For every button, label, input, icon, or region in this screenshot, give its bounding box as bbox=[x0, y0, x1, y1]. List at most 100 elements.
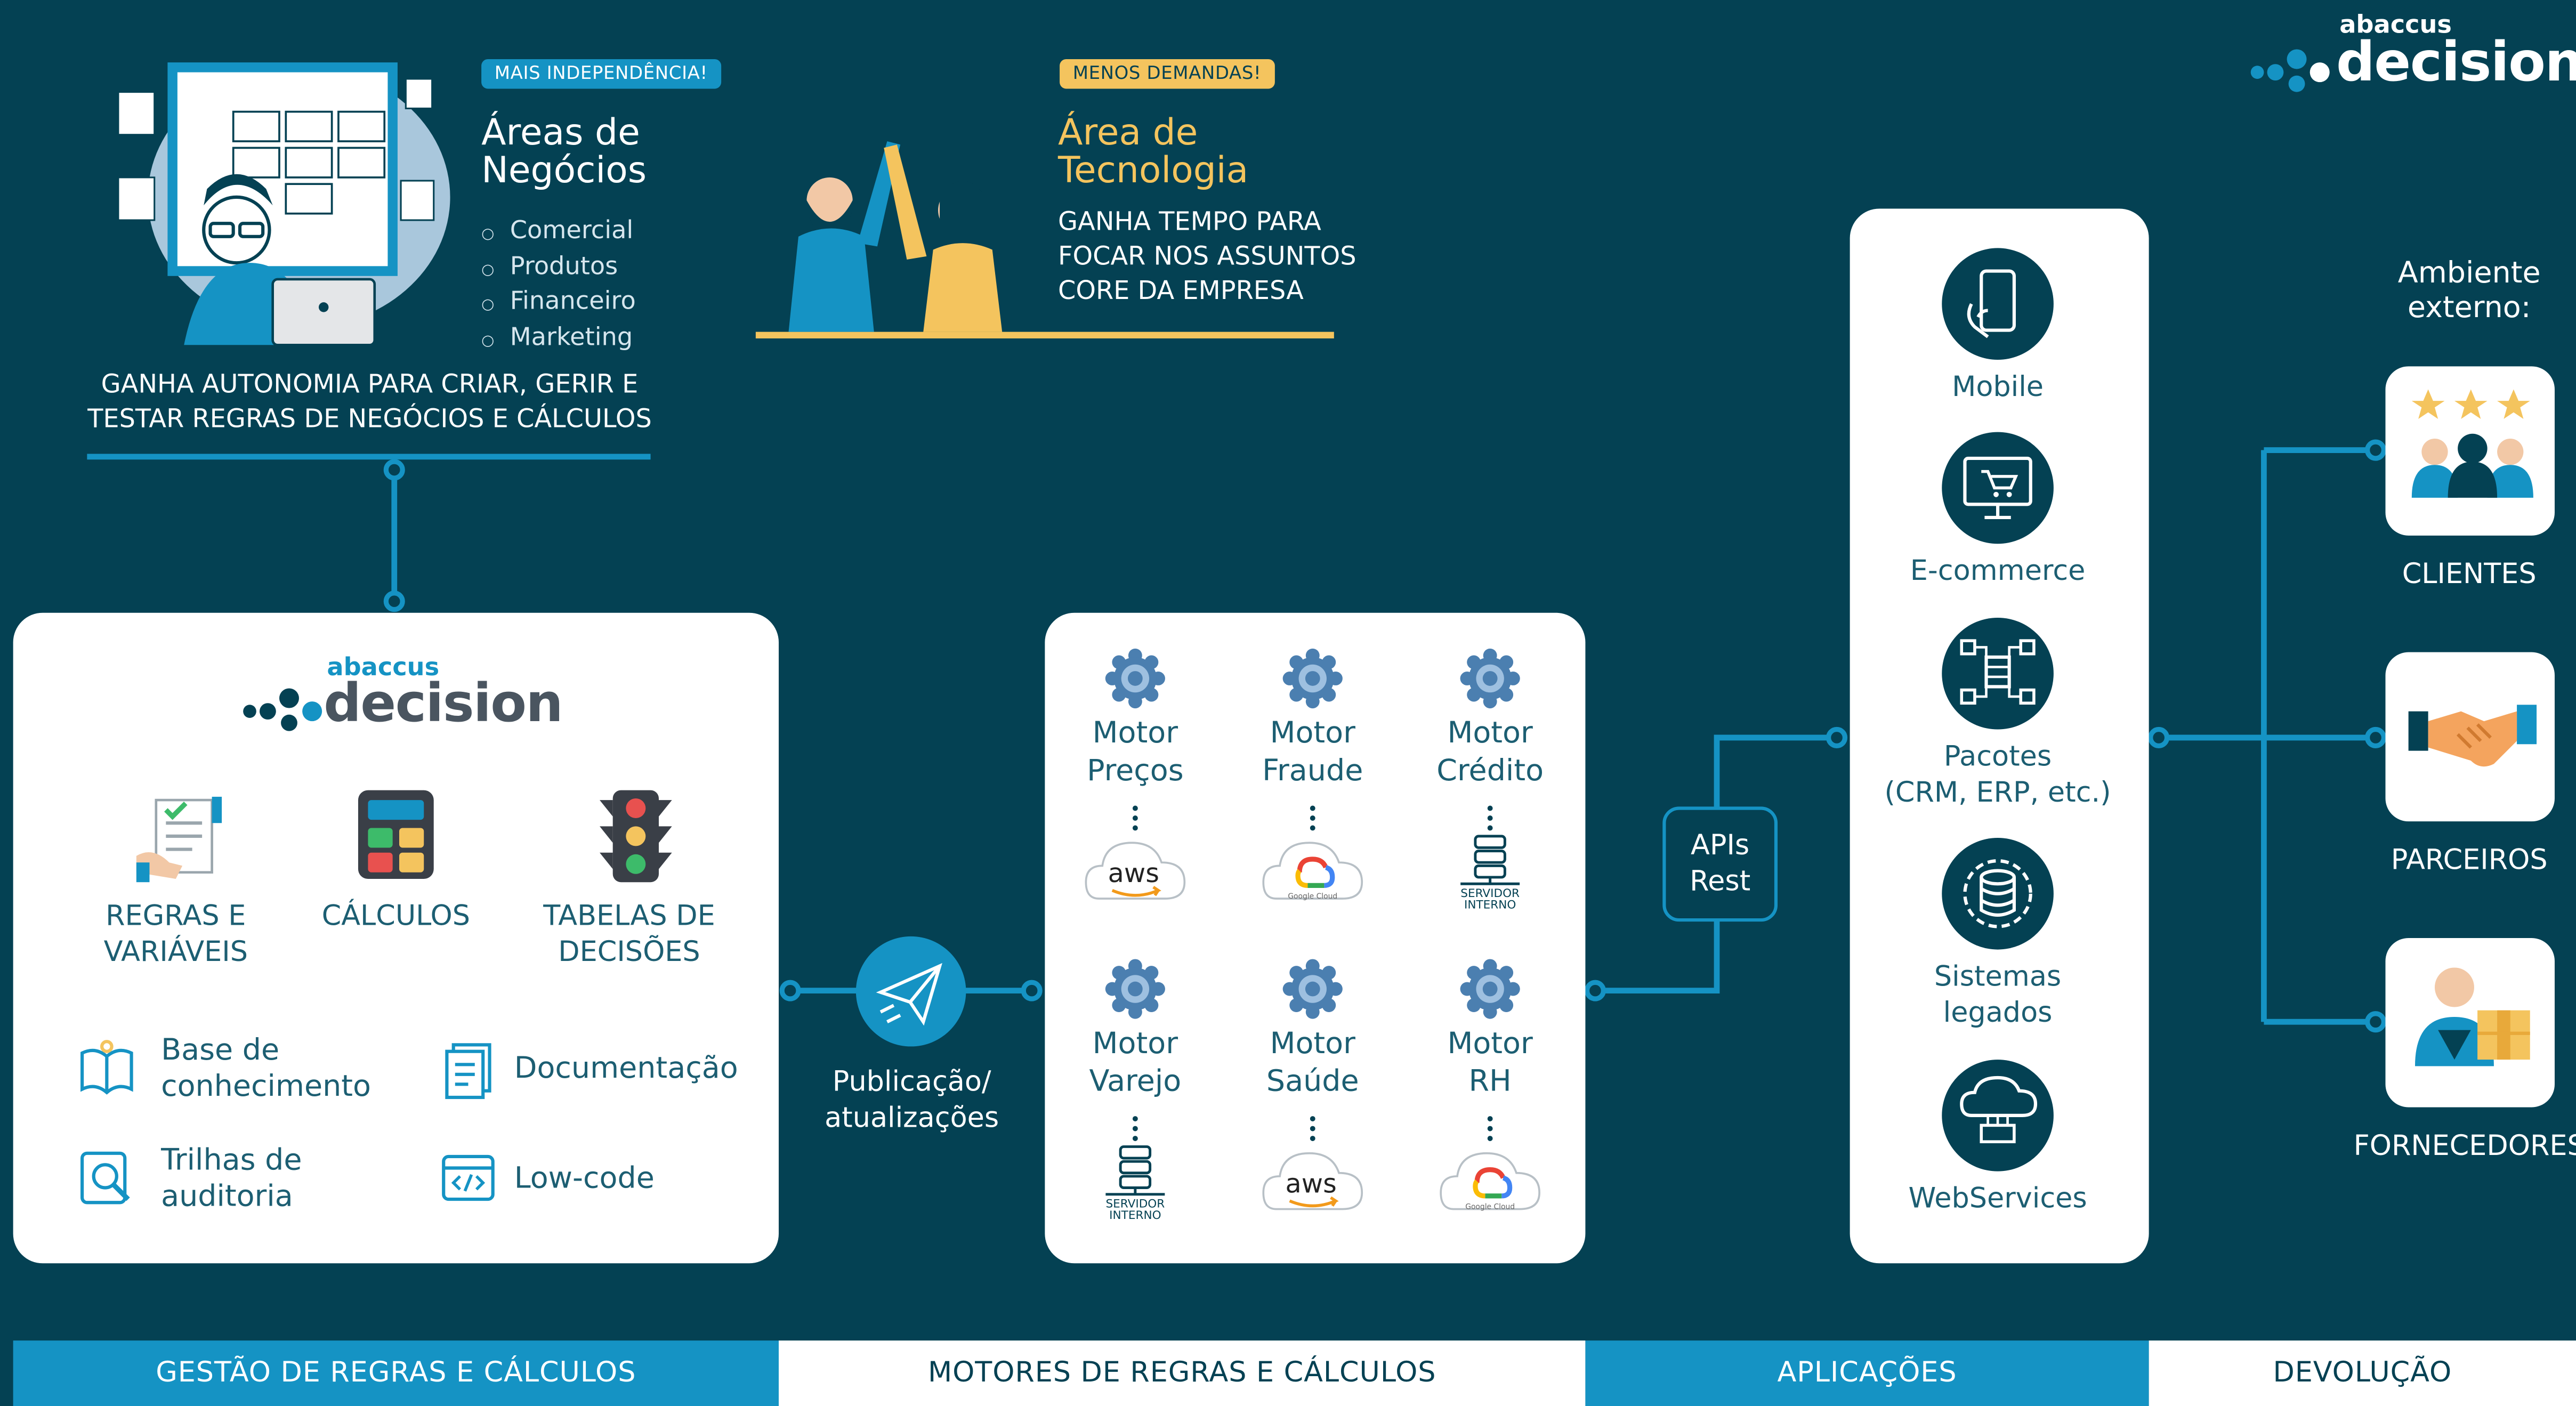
publish-circle bbox=[855, 936, 966, 1047]
aws-cloud-icon: aws bbox=[1085, 842, 1186, 900]
footer-applications: APLICAÇÕES bbox=[1585, 1340, 2149, 1406]
svg-text:Google Cloud: Google Cloud bbox=[1288, 892, 1337, 901]
vertical-dots bbox=[1487, 1116, 1493, 1141]
shopping-cart-icon bbox=[1963, 456, 2032, 520]
vertical-dots bbox=[1310, 1116, 1315, 1141]
vertical-dots bbox=[1310, 805, 1315, 831]
rules-document-icon bbox=[136, 796, 222, 883]
application-icon-circle bbox=[1942, 248, 2054, 360]
brand-big-text: decision bbox=[2336, 29, 2576, 94]
application-label: Mobile bbox=[1952, 371, 2044, 405]
external-label-clients: CLIENTES bbox=[2402, 558, 2537, 592]
application-label: WebServices bbox=[1908, 1183, 2087, 1216]
paper-plane-icon bbox=[876, 963, 942, 1026]
extra-label-documentation: Documentação bbox=[514, 1051, 738, 1086]
smartphone-icon bbox=[1967, 269, 2016, 338]
gear-icon bbox=[1105, 648, 1165, 709]
business-item: ○ Financeiro bbox=[481, 286, 636, 317]
application-icon-circle bbox=[1942, 432, 2054, 544]
business-description: GANHA AUTONOMIA PARA CRIAR, GERIR E TEST… bbox=[87, 369, 652, 434]
svg-text:SERVIDOR: SERVIDOR bbox=[1460, 887, 1520, 900]
rules-management-card: abaccus decision bbox=[13, 612, 779, 1264]
technology-description: GANHA TEMPO PARA FOCAR NOS ASSUNTOS CORE… bbox=[1058, 207, 1356, 306]
brand-dots-icon bbox=[243, 688, 322, 731]
external-card-suppliers bbox=[2385, 938, 2555, 1108]
gear-icon bbox=[1460, 959, 1520, 1019]
external-card-clients bbox=[2385, 366, 2555, 536]
brand-small-text: abaccus bbox=[2339, 10, 2452, 39]
google-cloud-icon: Google Cloud bbox=[1440, 1152, 1540, 1211]
business-person-illustration bbox=[117, 62, 450, 346]
application-label: Pacotes(CRM, ERP, etc.) bbox=[1884, 741, 2111, 810]
aws-cloud-icon: aws bbox=[1262, 1152, 1363, 1210]
knowledge-book-icon bbox=[80, 1040, 133, 1095]
vertical-dots bbox=[1132, 1116, 1138, 1141]
vertical-dots bbox=[1132, 805, 1138, 831]
business-item: ○ Produtos bbox=[481, 251, 618, 281]
gear-icon bbox=[1282, 959, 1343, 1019]
business-item: ○ Comercial bbox=[481, 215, 634, 245]
svg-text:aws: aws bbox=[1108, 858, 1159, 888]
technology-title: Área de Tecnologia bbox=[1058, 113, 1249, 192]
business-items-list: ○ Comercial ○ Produtos ○ Financeiro ○ Ma… bbox=[481, 215, 636, 358]
traffic-light-icon bbox=[600, 790, 672, 883]
external-label-partners: PARCEIROS bbox=[2391, 844, 2548, 877]
calculator-icon bbox=[358, 790, 434, 879]
google-cloud-icon: Google Cloud bbox=[1262, 842, 1363, 901]
application-icon-circle bbox=[1942, 617, 2054, 730]
publish-label: Publicação/atualizações bbox=[825, 1066, 999, 1135]
application-icon-circle bbox=[1942, 1060, 2054, 1171]
brand-logo: abaccus decision bbox=[2248, 10, 2576, 95]
application-icon-circle bbox=[1942, 837, 2054, 950]
extra-label-lowcode: Low-code bbox=[514, 1161, 655, 1196]
business-tag: MAIS INDEPENDÊNCIA! bbox=[481, 59, 721, 89]
customers-stars-icon bbox=[2411, 389, 2533, 498]
business-item: ○ Marketing bbox=[481, 322, 633, 352]
brand-dots-icon bbox=[2250, 49, 2330, 92]
external-label-suppliers: FORNECEDORES bbox=[2353, 1130, 2576, 1163]
high-five-illustration bbox=[755, 141, 1334, 338]
application-label: E-commerce bbox=[1910, 555, 2086, 588]
brand-small-text: abaccus bbox=[327, 652, 440, 682]
svg-text:INTERNO: INTERNO bbox=[1109, 1209, 1161, 1222]
external-card-partners bbox=[2385, 652, 2555, 822]
svg-text:Google Cloud: Google Cloud bbox=[1465, 1203, 1515, 1211]
svg-text:INTERNO: INTERNO bbox=[1464, 899, 1516, 912]
svg-text:aws: aws bbox=[1286, 1168, 1337, 1199]
svg-text:SERVIDOR: SERVIDOR bbox=[1105, 1197, 1165, 1210]
footer-rules-engines: MOTORES DE REGRAS E CÁLCULOS bbox=[779, 1340, 1586, 1406]
cloud-service-icon bbox=[1960, 1076, 2038, 1143]
footer-return: DEVOLUÇÃO bbox=[2149, 1340, 2576, 1406]
database-gear-icon bbox=[1963, 859, 2032, 928]
handshake-icon bbox=[2408, 705, 2537, 767]
audit-trail-icon bbox=[80, 1151, 130, 1205]
supplier-icon bbox=[2415, 967, 2530, 1066]
gear-icon bbox=[1460, 648, 1520, 709]
technology-tag: MENOS DEMANDAS! bbox=[1060, 59, 1274, 89]
business-title: Áreas de Negócios bbox=[481, 113, 647, 192]
vertical-dots bbox=[1487, 805, 1493, 831]
gear-icon bbox=[1282, 648, 1343, 709]
footer-rules-management: GESTÃO DE REGRAS E CÁLCULOS bbox=[13, 1340, 779, 1406]
gear-icon bbox=[1105, 959, 1165, 1019]
documentation-icon bbox=[445, 1043, 491, 1100]
package-network-icon bbox=[1960, 639, 2036, 705]
